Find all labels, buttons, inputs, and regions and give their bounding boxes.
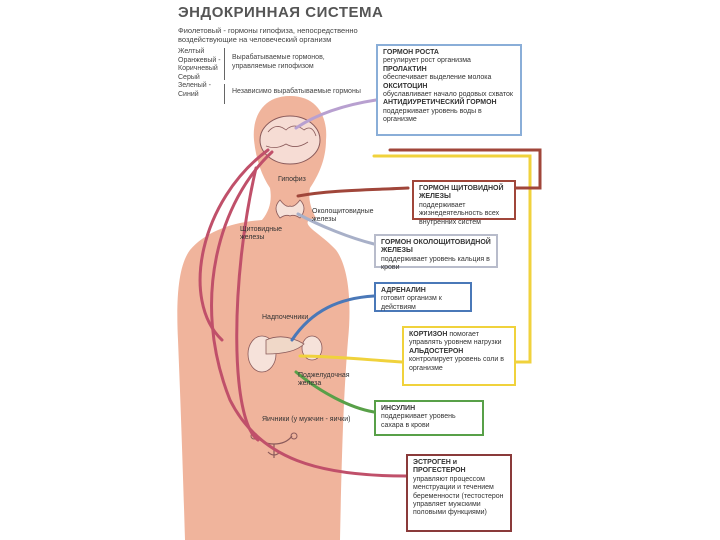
line-brown-loop <box>388 148 542 190</box>
line-gray-parathyroid <box>296 212 376 246</box>
line-purple <box>294 98 378 130</box>
label-pituitary: Гипофиз <box>278 176 306 183</box>
line-brown-thyroid <box>296 186 410 198</box>
legend-blue: Синий <box>178 90 199 98</box>
legend-independent: Независимо вырабатываемые гормоны <box>232 88 361 95</box>
legend-brown: Коричневый <box>178 65 218 72</box>
box-insulin: ИНСУЛИН поддерживает уровень сахара в кр… <box>374 400 484 436</box>
box-growth-hormone: ГОРМОН РОСТА регулирует рост организма П… <box>376 44 522 136</box>
label-adrenal: Надпочечники <box>262 314 309 321</box>
box-thyroid-hormone: ГОРМОН ЩИТОВИДНОЙ ЖЕЛЕЗЫ поддерживает жи… <box>412 180 516 226</box>
label-thyroid: Щитовидные железы <box>240 226 282 241</box>
line-yellow-loop <box>372 154 532 364</box>
line-purple-ovary <box>235 166 260 442</box>
kidney-icon <box>247 335 323 373</box>
brain-icon <box>259 115 321 165</box>
legend-colors: Желтый Оранжевый - Коричневый Серый Зеле… <box>178 48 221 99</box>
legend-orange: Оранжевый - <box>178 56 221 64</box>
box-estrogen: ЭСТРОГЕН и ПРОГЕСТЕРОН управляют процесс… <box>406 454 512 532</box>
page-title: ЭНДОКРИННАЯ СИСТЕМА <box>178 4 384 21</box>
legend-produced: Вырабатываемые гормонов, управляемые гип… <box>232 54 325 70</box>
box-parathyroid-hormone: ГОРМОН ОКОЛОЩИТОВИДНОЙ ЖЕЛЕЗЫ поддержива… <box>374 234 498 271</box>
legend-brace-2 <box>224 84 229 104</box>
label-pancreas: Поджелудочная железа <box>298 372 350 387</box>
box-adrenaline: АДРЕНАЛИН готовит организм к действиям <box>374 282 472 312</box>
line-yellow <box>298 354 404 364</box>
label-gonads: Яичники (у мужчин - яички) <box>262 416 351 423</box>
box-cortisone: КОРТИЗОН помогает управлять уровнем нагр… <box>402 326 516 386</box>
line-purple-left <box>198 148 270 342</box>
body-silhouette <box>177 96 350 540</box>
legend-green: Зеленый - <box>178 82 211 89</box>
page-subtitle: Фиолетовый - гормоны гипофиза, непосредс… <box>178 26 358 44</box>
legend-gray: Серый <box>178 73 200 81</box>
line-blue-adrenal <box>290 294 376 342</box>
label-parathyroid: Околощитовидные железы <box>312 208 374 223</box>
legend-yellow: Желтый <box>178 48 205 55</box>
line-purple-long <box>210 150 408 478</box>
line-green <box>294 370 376 414</box>
legend-brace-1 <box>224 48 229 80</box>
